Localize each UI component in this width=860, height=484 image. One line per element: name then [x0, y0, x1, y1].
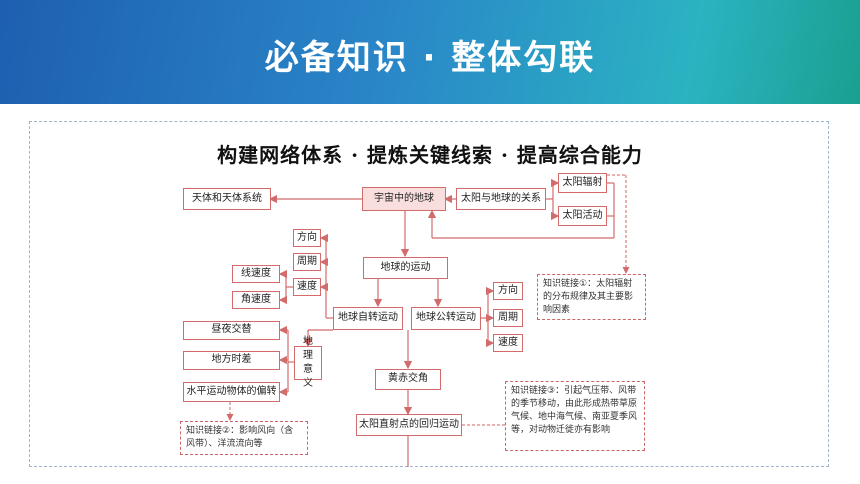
- huangchi-box: 黄赤交角: [375, 369, 441, 390]
- dili-yiyi-box: 地理意义: [294, 336, 322, 389]
- xian-sudu-box: 线速度: [232, 265, 280, 283]
- fangxiang-left-box: 方向: [293, 229, 321, 247]
- taiyang-huodong-box: 太阳活动: [558, 206, 607, 226]
- diqiu-yundong-box: 地球的运动: [363, 257, 448, 279]
- knowledge-link-note-1: 知识链接①：太阳辐射的分布规律及其主要影响因素: [537, 274, 646, 320]
- header-banner: 必备知识 · 整体勾联: [0, 0, 860, 104]
- knowledge-link-note-2: 知识链接②：影响风向（含风带）、洋流流向等: [180, 421, 308, 455]
- zizhuan-box: 地球自转运动: [333, 307, 403, 330]
- fangxiang-right-box: 方向: [493, 282, 523, 300]
- tianti-box: 天体和天体系统: [183, 188, 271, 210]
- page-title: 必备知识 · 整体勾联: [264, 38, 596, 78]
- huigui-box: 太阳直射点的回归运动: [356, 414, 462, 436]
- gongzhuan-box: 地球公转运动: [411, 307, 481, 330]
- shuiping-box: 水平运动物体的偏转: [183, 382, 280, 402]
- sudu-right-box: 速度: [493, 334, 523, 352]
- zhouqi-left-box: 周期: [293, 253, 321, 271]
- subtitle: 构建网络体系 · 提炼关键线索 · 提高综合能力: [217, 143, 643, 167]
- taiyang-guanxi-box: 太阳与地球的关系: [456, 188, 546, 210]
- zhouqi-right-box: 周期: [493, 309, 523, 327]
- knowledge-link-note-3: 知识链接③：引起气压带、风带的季节移动，由此形成热带草原气候、地中海气候、南亚夏…: [505, 381, 645, 451]
- dili-yiyi-label: 地理意义: [303, 336, 313, 389]
- yuzhou-box: 宇宙中的地球: [362, 187, 446, 211]
- difang-box: 地方时差: [183, 351, 280, 370]
- sudu-left-box: 速度: [293, 278, 321, 296]
- jiao-sudu-box: 角速度: [232, 291, 280, 309]
- content-frame: [29, 121, 829, 467]
- taiyang-fushe-box: 太阳辐射: [558, 173, 607, 193]
- zhouye-box: 昼夜交替: [183, 321, 280, 340]
